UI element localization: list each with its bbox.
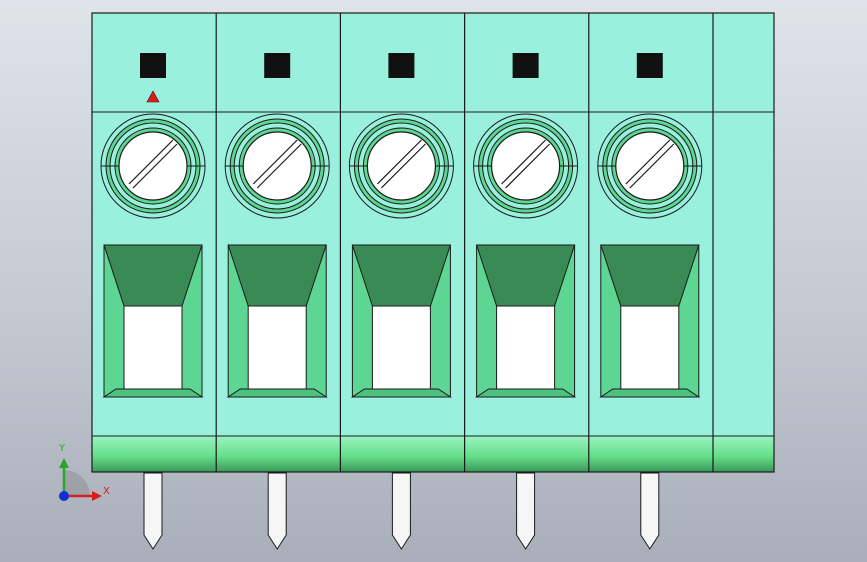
pin-5 xyxy=(640,472,660,550)
screw-slot-a-4 xyxy=(505,143,551,189)
pin-1 xyxy=(143,472,163,550)
screw-slot-b-3 xyxy=(376,139,422,185)
housing-base xyxy=(92,436,774,472)
pin-2 xyxy=(267,472,287,550)
screw-slot-a-5 xyxy=(629,143,675,189)
wire-opening-1 xyxy=(123,305,183,390)
screw-head-2 xyxy=(242,131,312,201)
axis-triad xyxy=(59,458,102,501)
funnel-bottom-1 xyxy=(102,388,204,398)
pin-4 xyxy=(516,472,536,550)
wire-opening-4 xyxy=(496,305,556,390)
wire-opening-2 xyxy=(247,305,307,390)
x-axis-arrow xyxy=(92,491,102,501)
z-axis-dot xyxy=(59,491,69,501)
screw-slot-b-2 xyxy=(252,139,298,185)
screw-slot-b-1 xyxy=(128,139,174,185)
pole-marker-3 xyxy=(388,53,415,78)
pole-marker-5 xyxy=(636,53,663,78)
y-axis-label: Y xyxy=(59,443,66,454)
housing-outline xyxy=(91,12,775,473)
pole-marker-1 xyxy=(140,53,166,78)
screw-slot-a-1 xyxy=(132,143,178,189)
pole-marker-4 xyxy=(512,53,539,78)
x-axis-label: X xyxy=(103,486,110,497)
pin-3 xyxy=(391,472,411,550)
funnel-bottom-2 xyxy=(226,388,328,398)
pole-marker-2 xyxy=(264,53,291,78)
wire-opening-3 xyxy=(371,305,431,390)
screw-slot-a-2 xyxy=(256,143,302,189)
screw-slot-b-4 xyxy=(501,139,547,185)
funnel-bottom-5 xyxy=(599,388,701,398)
screw-slot-b-5 xyxy=(625,139,671,185)
screw-slot-a-3 xyxy=(380,143,426,189)
funnel-bottom-4 xyxy=(474,388,577,398)
screw-head-4 xyxy=(490,131,561,201)
funnel-bottom-3 xyxy=(350,388,453,398)
screw-head-1 xyxy=(118,131,188,201)
wire-opening-5 xyxy=(620,305,680,390)
pin1-indicator xyxy=(146,90,160,103)
y-axis-arrow xyxy=(59,458,69,468)
screw-head-5 xyxy=(615,131,685,201)
screw-head-3 xyxy=(366,131,436,201)
axis-quadrant xyxy=(64,470,90,496)
